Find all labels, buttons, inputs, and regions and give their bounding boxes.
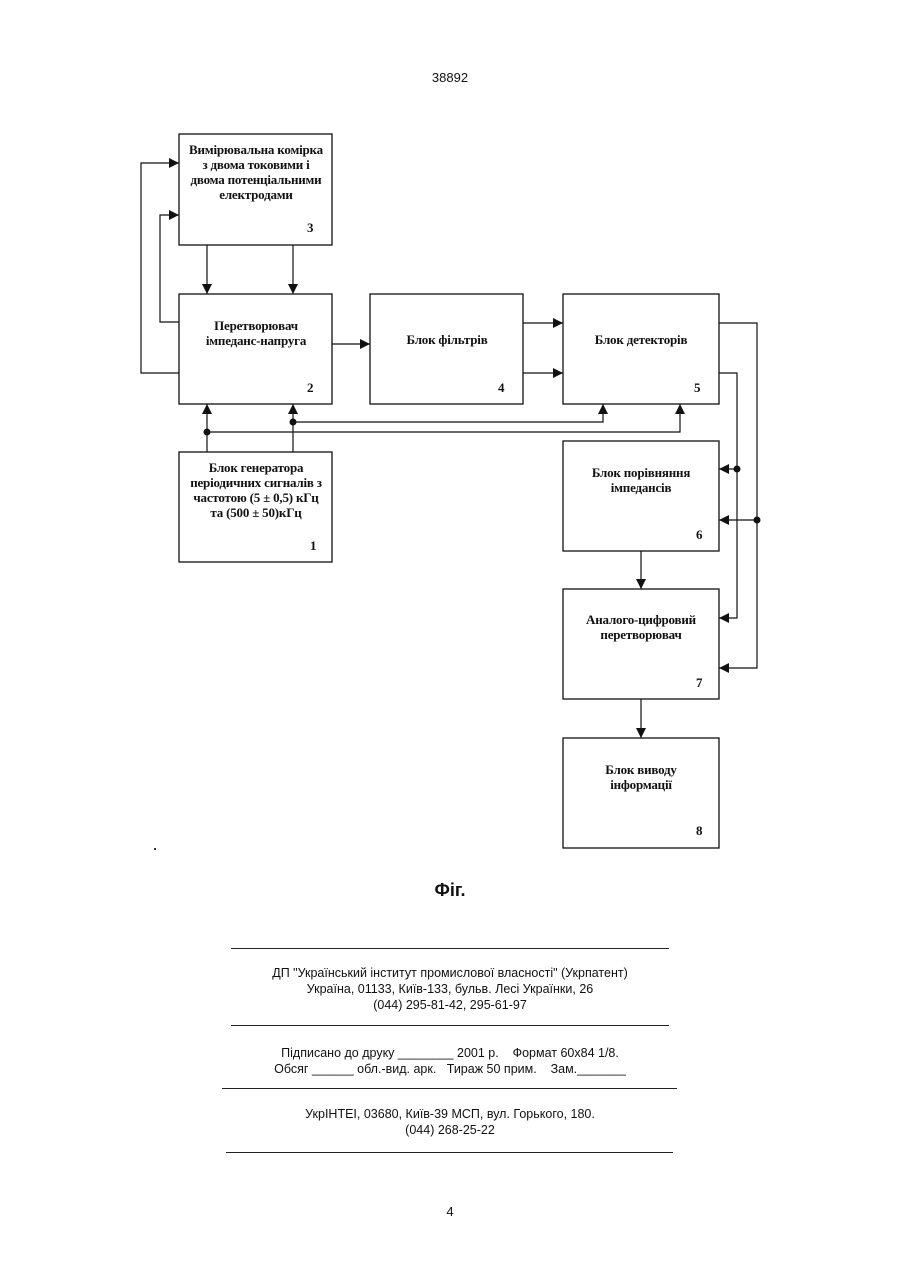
block-4-label: Блок фільтрів <box>372 332 522 347</box>
block-8-label: Блок виводу інформації <box>565 762 717 792</box>
print-line-1: Підписано до друку ________ 2001 р. Форм… <box>0 1045 900 1061</box>
block-1-number: 1 <box>310 538 317 554</box>
block-4-number: 4 <box>498 380 505 396</box>
imprint-rule-1 <box>231 948 669 949</box>
block-2-label: Перетворювач імпеданс-напруга <box>181 318 331 348</box>
block-diagram <box>0 0 900 870</box>
publisher-line-1: ДП "Український інститут промислової вла… <box>0 965 900 981</box>
block-2-number: 2 <box>307 380 314 396</box>
block-7-number: 7 <box>696 675 703 691</box>
printer-line-1: УкрІНТЕІ, 03680, Київ-39 МСП, вул. Горьк… <box>0 1106 900 1122</box>
stray-dot <box>154 848 156 850</box>
publisher-line-2: Україна, 01133, Київ-133, бульв. Лесі Ук… <box>0 981 900 997</box>
imprint-rule-2 <box>231 1025 669 1026</box>
block-7-label: Аналого-цифровий перетворювач <box>565 612 717 642</box>
page-number: 4 <box>0 1204 900 1219</box>
printer-line-2: (044) 268-25-22 <box>0 1122 900 1138</box>
print-line-2: Обсяг ______ обл.-вид. арк. Тираж 50 при… <box>0 1061 900 1077</box>
imprint-rule-4 <box>226 1152 673 1153</box>
connections <box>141 163 757 738</box>
block-3-label: Вимірювальна комірка з двома токовими і … <box>181 142 331 202</box>
block-5-number: 5 <box>694 380 701 396</box>
figure-caption: Фіг. <box>0 880 900 901</box>
publisher-line-3: (044) 295-81-42, 295-61-97 <box>0 997 900 1013</box>
block-6-number: 6 <box>696 527 703 543</box>
block-8-number: 8 <box>696 823 703 839</box>
block-5-label: Блок детекторів <box>565 332 717 347</box>
block-6-label: Блок порівняння імпедансів <box>565 465 717 495</box>
imprint-rule-3 <box>222 1088 677 1089</box>
block-1-label: Блок генератора періодичних сигналів з ч… <box>181 460 331 520</box>
block-3-number: 3 <box>307 220 314 236</box>
